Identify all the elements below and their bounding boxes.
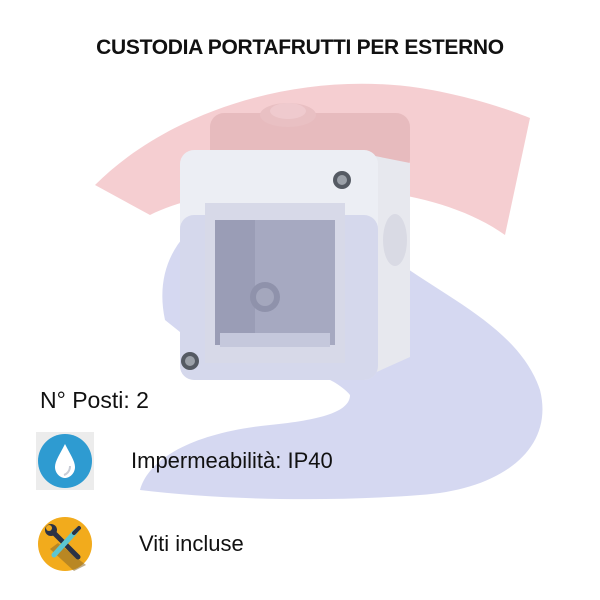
water-drop-icon <box>36 432 94 490</box>
spec-impermeabilita-label: Impermeabilità: IP40 <box>131 448 333 473</box>
spec-impermeabilita: Impermeabilità: IP40 <box>36 432 333 490</box>
spec-viti-label: Viti incluse <box>139 531 244 556</box>
junction-box-image <box>180 103 410 380</box>
spec-posti: N° Posti: 2 <box>40 387 149 413</box>
screwdriver-wrench-icon <box>36 515 94 573</box>
spec-viti: Viti incluse <box>36 515 244 573</box>
page-title: CUSTODIA PORTAFRUTTI PER ESTERNO <box>96 36 504 59</box>
